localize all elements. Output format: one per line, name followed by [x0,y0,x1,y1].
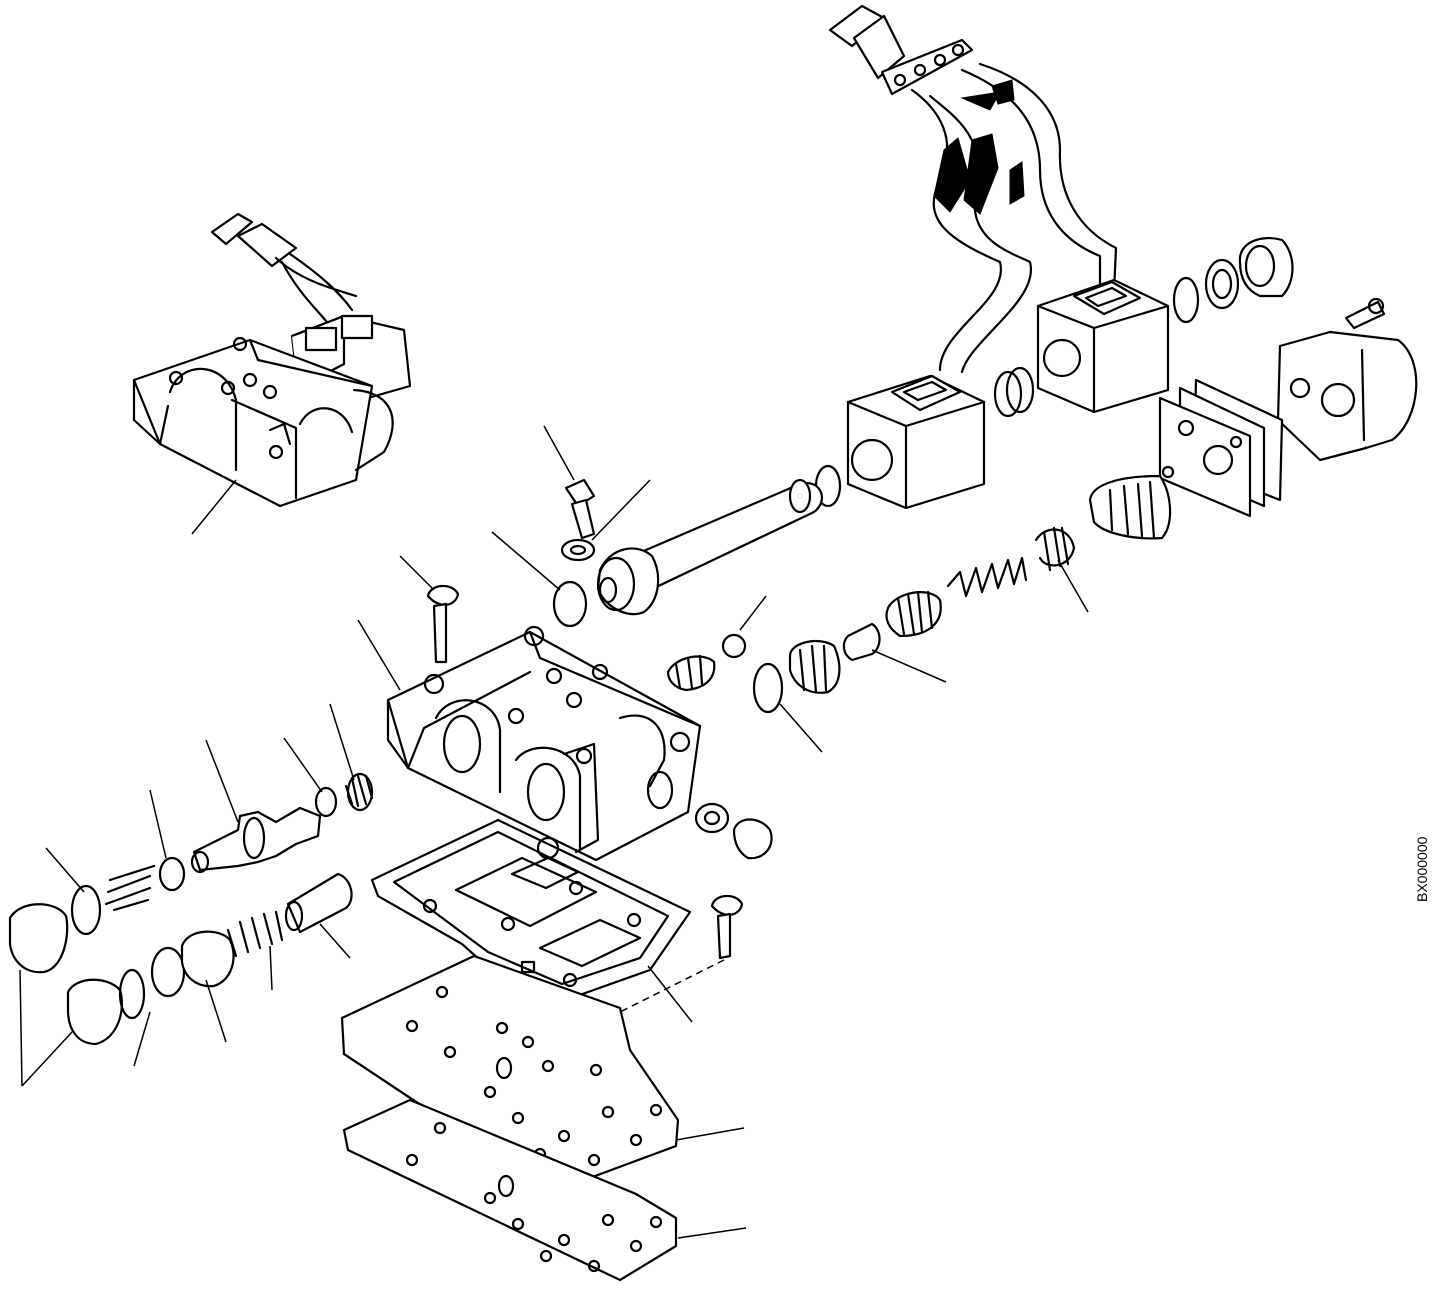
gasket [370,818,693,1023]
solenoid-coil-left [846,374,986,510]
solenoid-coil-right [1036,278,1170,414]
spool-springs-right [666,474,1172,753]
housing-cover [1276,297,1418,462]
nut [1238,236,1294,298]
solenoid-valve-assembly [132,212,412,535]
spool-tube [596,478,824,616]
spool-parts-left [8,703,374,1087]
gasket-plate-stack [1158,378,1284,518]
plug-with-washer-right [694,802,773,860]
separator-plate-lower [342,1098,747,1282]
wire-harness-connector [828,4,1118,374]
valve-body [357,619,702,862]
bolt-gasket [611,894,744,1017]
bolt-with-washer [491,425,651,628]
bolt-center [399,555,460,664]
drawing-code-label: BX000000 [1414,836,1430,902]
